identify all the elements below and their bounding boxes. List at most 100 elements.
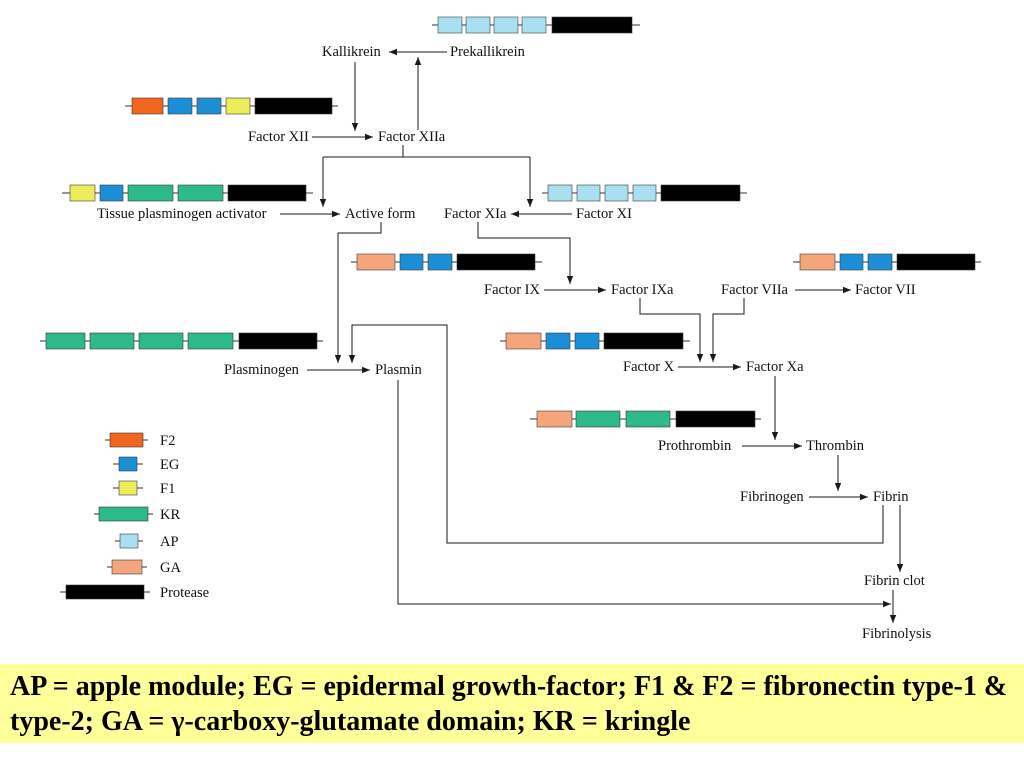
label-factor-x: Factor X [623, 359, 675, 375]
legend-label-ga: GA [160, 560, 181, 576]
label-thrombin: Thrombin [806, 438, 865, 454]
domain-kr [575, 410, 621, 428]
domain-ga [799, 253, 836, 271]
domain-protease [551, 16, 633, 34]
legend-item-ap: AP [115, 533, 179, 550]
arrow-xia-to-ix-activation [477, 222, 574, 284]
label-plasminogen: Plasminogen [224, 362, 300, 378]
arrow-ixa-to-x-activation [639, 298, 704, 362]
domain-ga [356, 253, 396, 271]
legend-swatch-ap [119, 533, 139, 549]
domain-ap [604, 184, 629, 202]
domain-eg [839, 253, 864, 271]
domain-ap [493, 16, 519, 34]
domain-bar-plasminogen [40, 332, 323, 350]
legend-item-f2: F2 [105, 432, 175, 449]
domain-eg [99, 184, 124, 202]
caption-line-2: type-2; GA = γ-carboxy-glutamate domain;… [10, 706, 691, 737]
domain-eg [399, 253, 424, 271]
domain-protease [238, 332, 318, 350]
domain-ga [536, 410, 573, 428]
domain-ap [437, 16, 463, 34]
domain-ap [521, 16, 547, 34]
legend-swatch-ga [111, 559, 143, 575]
label-factor-viia: Factor VIIa [721, 282, 789, 298]
legend-swatch-protease [65, 584, 145, 600]
legend-item-protease: Protease [60, 584, 209, 601]
label-tissue-plasminogen-activator: Tissue plasminogen activator [97, 206, 267, 222]
domain-protease [896, 253, 976, 271]
domain-protease [660, 184, 741, 202]
arrow-plasmin-to-fibrinolysis [397, 380, 891, 608]
label-fibrin: Fibrin [873, 489, 909, 505]
domain-kr [187, 332, 234, 350]
domain-eg [574, 332, 600, 350]
legend: F2 EG F1 KR AP [60, 432, 209, 601]
legend-swatch-eg [118, 456, 138, 472]
label-factor-ix: Factor IX [484, 282, 540, 298]
domain-bar-tpa [62, 184, 313, 202]
domain-f1 [69, 184, 96, 202]
domain-kr [89, 332, 135, 350]
legend-swatch-kr [98, 506, 149, 522]
legend-label-kr: KR [160, 507, 180, 523]
legend-swatch-f1 [118, 480, 138, 496]
label-factor-xii: Factor XII [248, 129, 309, 145]
domain-eg [427, 253, 453, 271]
label-factor-xia: Factor XIa [444, 206, 507, 222]
label-factor-xa: Factor Xa [746, 359, 804, 375]
domain-bar-prekallikrein [432, 16, 640, 34]
label-factor-xi: Factor XI [576, 206, 632, 222]
label-fibrin-clot: Fibrin clot [864, 573, 925, 589]
domain-ga [505, 332, 542, 350]
domain-protease [254, 97, 333, 115]
domain-eg [167, 97, 193, 115]
label-factor-vii: Factor VII [855, 282, 916, 298]
domain-ap [465, 16, 491, 34]
label-prothrombin: Prothrombin [658, 438, 732, 454]
domain-f2 [131, 97, 164, 115]
coagulation-cascade-diagram: Kallikrein Prekallikrein Factor XII Fact… [40, 16, 981, 642]
arrow-fibrin-feedback-to-plasmin [348, 324, 884, 544]
legend-label-protease: Protease [160, 585, 209, 601]
domain-ap [547, 184, 573, 202]
arrow-viia-to-x-activation [709, 298, 745, 362]
caption-line-1: AP = apple module; EG = epidermal growth… [10, 671, 1008, 702]
legend-swatch-f2 [109, 432, 144, 448]
domain-protease [456, 253, 536, 271]
abbreviation-caption: AP = apple module; EG = epidermal growth… [0, 664, 1024, 743]
label-factor-xiia: Factor XIIa [378, 129, 446, 145]
legend-item-ga: GA [107, 559, 181, 576]
label-active-form: Active form [345, 206, 416, 222]
legend-item-kr: KR [94, 506, 180, 523]
domain-kr [45, 332, 86, 350]
domain-ap [632, 184, 657, 202]
label-factor-ixa: Factor IXa [611, 282, 674, 298]
label-kallikrein: Kallikrein [322, 44, 382, 60]
domain-bar-factor-xi [542, 184, 747, 202]
domain-bar-factor-x [500, 332, 690, 350]
arrow-active-form-to-plasminogen-activation [334, 222, 382, 363]
domain-eg [196, 97, 222, 115]
label-fibrinogen: Fibrinogen [740, 489, 804, 505]
legend-item-f1: F1 [113, 480, 175, 497]
domain-eg [545, 332, 571, 350]
legend-label-f1: F1 [160, 481, 175, 497]
domain-f1 [225, 97, 251, 115]
label-prekallikrein: Prekallikrein [450, 44, 526, 60]
domain-protease [603, 332, 684, 350]
domain-eg [867, 253, 893, 271]
domain-ap [576, 184, 601, 202]
domain-bar-factor-ix [351, 253, 542, 271]
legend-label-eg: EG [160, 457, 180, 473]
legend-item-eg: EG [113, 456, 180, 473]
domain-bar-prothrombin [530, 410, 761, 428]
domain-kr [177, 184, 224, 202]
domain-kr [127, 184, 174, 202]
label-fibrinolysis: Fibrinolysis [862, 626, 932, 642]
domain-kr [625, 410, 671, 428]
legend-label-ap: AP [160, 534, 179, 550]
domain-kr [138, 332, 184, 350]
domain-protease [227, 184, 307, 202]
